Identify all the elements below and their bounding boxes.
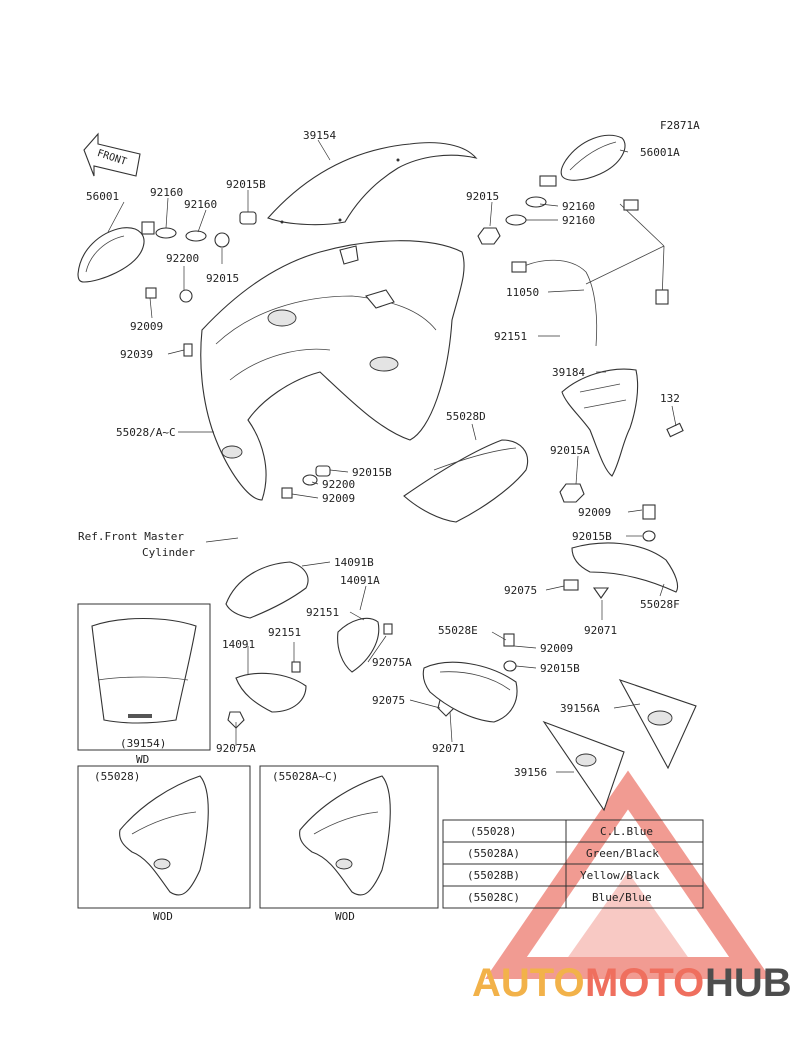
table-row-4-part: (55028C) — [467, 891, 520, 904]
label-92200-mid: 92200 — [322, 478, 355, 491]
table-row-2-part: (55028A) — [467, 847, 520, 860]
inner-panel-55028F — [571, 542, 679, 593]
cover-14091A — [337, 617, 380, 673]
inset-cowl-right-caption: (55028A~C) — [272, 770, 338, 783]
label-55028F: 55028F — [640, 598, 680, 611]
color-table: (55028) C.L.Blue (55028A) Green/Black (5… — [442, 819, 704, 909]
label-ref-front-master: Ref.Front Master — [78, 530, 184, 543]
inner-panel-55028D — [403, 439, 528, 523]
mirror-right-56001A — [539, 134, 626, 187]
front-arrow-icon: FRONT — [83, 132, 141, 177]
label-39184: 39184 — [552, 366, 585, 379]
label-11050: 11050 — [506, 286, 539, 299]
label-132: 132 — [660, 392, 680, 405]
label-92071-right: 92071 — [584, 624, 617, 637]
table-row-3-part: (55028B) — [467, 869, 520, 882]
label-92075-low: 92075 — [372, 694, 405, 707]
side-panel-39156 — [542, 720, 625, 812]
watermark-moto: MOTO — [585, 961, 704, 1005]
label-92075A-low: 92075A — [216, 742, 256, 755]
label-92009-low: 92009 — [540, 642, 573, 655]
inset-cowl-left-tag: WOD — [153, 910, 173, 923]
table-row-1-part: (55028) — [470, 825, 516, 838]
label-ref-cylinder: Cylinder — [142, 546, 195, 559]
table-row-4-color: Blue/Blue — [592, 891, 652, 904]
table-row-3-color: Yellow/Black — [580, 869, 660, 882]
hardware-grommets — [145, 196, 656, 729]
figure-code: F2871A — [660, 119, 700, 132]
label-92160-left-a: 92160 — [150, 186, 183, 199]
label-92151-mid: 92151 — [306, 606, 339, 619]
inset-windshield-caption: (39154) — [120, 737, 166, 750]
label-92009-left: 92009 — [130, 320, 163, 333]
stay-bracket-11050 — [511, 199, 669, 347]
label-55028E: 55028E — [438, 624, 478, 637]
mirror-left-56001 — [77, 221, 155, 283]
watermark-hub: HUB — [705, 961, 792, 1005]
leader-lines — [107, 139, 677, 773]
inset-windshield: (39154) WD — [77, 603, 211, 766]
label-39156A: 39156A — [560, 702, 600, 715]
label-92160-right-b: 92160 — [562, 214, 595, 227]
label-92015B-mid: 92015B — [352, 466, 392, 479]
part-labels: 39154 56001A 56001 92160 92160 92015B 92… — [78, 129, 680, 779]
cover-14091 — [235, 672, 307, 713]
table-row-1-color: C.L.Blue — [600, 825, 653, 838]
label-92009-mid: 92009 — [322, 492, 355, 505]
inset-cowl-55028: (55028) WOD — [77, 765, 251, 923]
label-56001A: 56001A — [640, 146, 680, 159]
label-14091: 14091 — [222, 638, 255, 651]
label-92200-top: 92200 — [166, 252, 199, 265]
label-92015-top: 92015 — [466, 190, 499, 203]
side-panel-39156A — [618, 679, 697, 770]
cover-14091B — [225, 561, 309, 619]
label-92160-right-a: 92160 — [562, 200, 595, 213]
label-92075-right: 92075 — [504, 584, 537, 597]
label-92071-low: 92071 — [432, 742, 465, 755]
windshield-39154 — [267, 142, 478, 226]
label-92151-right: 92151 — [494, 330, 527, 343]
label-92015-side: 92015 — [206, 272, 239, 285]
watermark-text: AUTO MOTO HUB — [472, 961, 792, 1005]
label-92009-right: 92009 — [578, 506, 611, 519]
label-92039: 92039 — [120, 348, 153, 361]
inset-cowl-55028A-C: (55028A~C) WOD — [259, 765, 439, 923]
label-92015B-right: 92015B — [572, 530, 612, 543]
label-55028-A-C: 55028/A~C — [116, 426, 176, 439]
label-92015B-low: 92015B — [540, 662, 580, 675]
label-92160-left-b: 92160 — [184, 198, 217, 211]
inset-cowl-left-caption: (55028) — [94, 770, 140, 783]
upper-cowling-55028 — [200, 240, 465, 501]
watermark-logo-triangle — [485, 770, 771, 979]
label-92015B-top: 92015B — [226, 178, 266, 191]
watermark-auto: AUTO — [472, 961, 585, 1005]
label-39156: 39156 — [514, 766, 547, 779]
label-55028D: 55028D — [446, 410, 486, 423]
inset-windshield-tag: WD — [136, 753, 149, 766]
table-row-2-color: Green/Black — [586, 847, 659, 860]
label-14091B: 14091B — [334, 556, 374, 569]
label-14091A: 14091A — [340, 574, 380, 587]
label-56001: 56001 — [86, 190, 119, 203]
label-92075A-mid: 92075A — [372, 656, 412, 669]
inset-cowl-right-tag: WOD — [335, 910, 355, 923]
label-92151-low: 92151 — [268, 626, 301, 639]
label-39154: 39154 — [303, 129, 336, 142]
stay-39184 — [561, 368, 684, 477]
label-92015A: 92015A — [550, 444, 590, 457]
inner-panel-55028E — [422, 661, 518, 723]
